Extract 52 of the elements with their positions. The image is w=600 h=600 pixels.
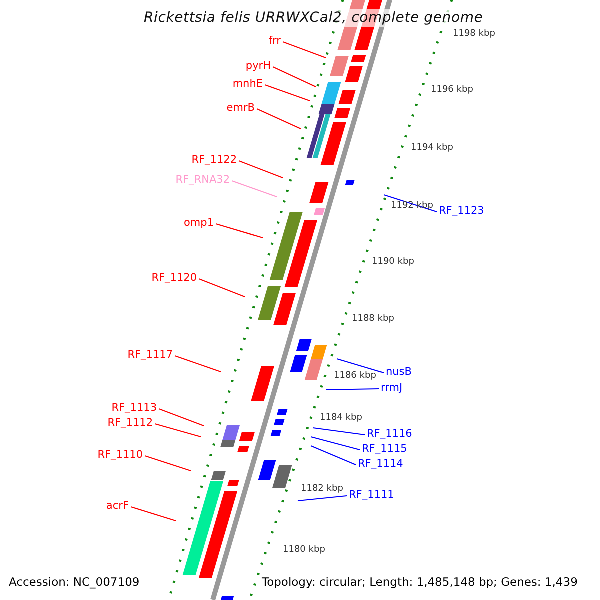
leader-line — [154, 423, 202, 438]
gene-label: RF_1117 — [128, 349, 173, 361]
leader-line — [336, 358, 384, 374]
leader-line — [238, 160, 284, 179]
scale-label: 1186 kbp — [334, 371, 376, 382]
leader-line — [198, 278, 246, 298]
scale-label: 1188 kbp — [352, 314, 394, 325]
gene-label: mnhE — [232, 78, 263, 90]
gene-label: omp1 — [184, 217, 214, 229]
gene-label: RF_1115 — [362, 443, 408, 455]
leader-line — [298, 495, 348, 502]
gene-label: RF_1111 — [349, 489, 394, 501]
gene-label: nusB — [386, 366, 412, 378]
gene-label: pyrH — [246, 60, 271, 72]
scale-label: 1194 kbp — [411, 143, 454, 154]
gene-label: acrF — [106, 500, 129, 512]
scale-label: 1180 kbp — [283, 545, 326, 556]
gene-label: frr — [268, 35, 281, 47]
leader-line — [158, 408, 204, 427]
gene-label: RF_1112 — [108, 417, 153, 429]
leader-line — [310, 436, 360, 451]
info-text: Accession: NC_007109 — [9, 575, 140, 590]
leader-line — [130, 506, 176, 522]
leader-line — [384, 194, 438, 213]
leader-line — [272, 66, 316, 88]
gene-label: RF_1114 — [358, 458, 404, 470]
leader-line — [232, 180, 278, 198]
title: Rickettsia felis URRWXCal2, complete genome — [144, 9, 484, 27]
leader-line — [312, 427, 366, 436]
leader-line — [144, 455, 192, 472]
info-text: Topology: circular; Length: 1,485,148 bp; Genes: 1,439 — [262, 575, 578, 590]
gene-label: rrmJ — [381, 382, 403, 394]
leader-line — [282, 41, 326, 59]
gene-label: RF_1113 — [112, 402, 157, 414]
gene-label: emrB — [226, 102, 255, 114]
leader-line — [216, 223, 264, 239]
gene-label: RF_1116 — [367, 428, 412, 440]
scale-label: 1184 kbp — [320, 413, 362, 424]
gene-label: RF_1122 — [192, 154, 237, 166]
leader-line — [310, 446, 356, 466]
leader-line — [326, 388, 380, 391]
gene-label: RF_1123 — [439, 205, 484, 217]
gene-label: RF_RNA32 — [176, 174, 230, 186]
scale-label: 1190 kbp — [372, 257, 414, 268]
scale-label: 1198 kbp — [453, 29, 496, 40]
gene-label: RF_1120 — [152, 272, 197, 284]
leader-line — [264, 84, 310, 102]
leader-line — [256, 108, 302, 130]
scale-label: 1182 kbp — [301, 484, 344, 495]
gene-label: RF_1110 — [98, 449, 143, 461]
scale-label: 1196 kbp — [431, 85, 474, 96]
leader-line — [174, 355, 222, 373]
